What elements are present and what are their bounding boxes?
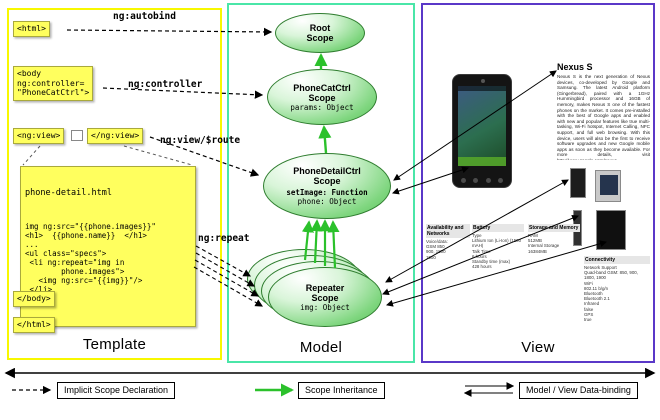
ngview-close-tag: </ng:view> — [87, 128, 144, 144]
spec-rows: Network Support Quad-band GSM: 850, 900,… — [584, 265, 638, 323]
spec-header: Availability and Networks — [426, 224, 470, 238]
repeater-scope-ellipse: Repeater Scope img: Object — [268, 267, 382, 327]
html-close-tag: </html> — [13, 317, 55, 333]
legend-scope-inheritance: Scope Inheritance — [298, 382, 385, 399]
legend-implicit-scope-declaration: Implicit Scope Declaration — [57, 382, 176, 399]
spec-rows: Type Lithium Ion (Li-Ion) (1500 mAH) Tal… — [472, 233, 522, 270]
repeater-scope-name: Repeater Scope — [305, 282, 345, 303]
spec-header: Storage and Memory — [528, 224, 580, 232]
phone-thumbnail — [595, 170, 621, 202]
phone-statusbar — [458, 86, 506, 91]
phonedetailctrl-scope-props: phone: Object — [297, 197, 357, 206]
phonedetailctrl-scope-ellipse: PhoneDetailCtrl Scope setImage: Function… — [263, 153, 391, 219]
phone-key-icon — [460, 178, 466, 183]
spec-header: Connectivity — [584, 256, 650, 264]
phone-thumbnail — [570, 168, 586, 198]
partial-template-filename: phone-detail.html — [25, 188, 112, 198]
phone-nav-keys — [453, 178, 511, 183]
html-open-tag: <html> — [13, 21, 50, 37]
phone-key-icon — [473, 178, 479, 183]
phone-dock-bar — [458, 157, 506, 166]
ngview-open-tag: <ng:view> — [13, 128, 65, 144]
spec-header: Battery — [472, 224, 524, 232]
spec-rows: RAM 512MB Internal Storage 16384MB — [528, 233, 560, 254]
phone-screen — [458, 86, 506, 166]
phonecatctrl-scope-props: params: Object — [290, 102, 354, 112]
nexus-phone-image — [452, 74, 512, 188]
phonecatctrl-scope-name: PhoneCatCtrl Scope — [293, 82, 351, 103]
root-scope-ellipse: Root Scope — [275, 13, 365, 53]
device-title: Nexus S — [557, 62, 593, 72]
spec-column-availability: Availability and Networks Voice/data: GS… — [426, 224, 470, 260]
legend-model-view-databinding: Model / View Data-binding — [519, 382, 638, 399]
page-icon — [71, 130, 83, 141]
repeater-scope-props: img: Object — [300, 302, 350, 312]
partial-template-code: img ng:src="{{phone.images}}" <h1> {{pho… — [25, 221, 156, 303]
phonedetailctrl-scope-name: PhoneDetailCtrl Scope — [293, 166, 361, 186]
model-panel-label: Model — [299, 339, 343, 356]
phone-thumbnail — [596, 210, 626, 250]
phone-camera-dot — [481, 79, 485, 83]
ng-autobind-label: ng:autobind — [113, 11, 176, 22]
spec-column-battery: Battery Type Lithium Ion (Li-Ion) (1500 … — [472, 224, 524, 269]
view-panel-label: View — [521, 339, 555, 356]
body-open-tag: <body ng:controller= "PhoneCatCtrl"> — [13, 66, 94, 101]
body-close-tag: </body> — [13, 291, 55, 307]
phone-key-icon — [485, 178, 491, 183]
ng-repeat-label: ng:repeat — [198, 233, 250, 244]
spec-rows: Voice/data: GSM 850 900, 1800 1900 — [426, 239, 448, 260]
phone-key-icon — [498, 178, 504, 183]
phonecatctrl-scope-ellipse: PhoneCatCtrl Scope params: Object — [267, 69, 377, 125]
ng-view-route-label: ng:view/$route — [160, 135, 241, 146]
spec-column-connectivity: Connectivity Network Support Quad-band G… — [584, 256, 650, 322]
device-description: Nexus S is the next generation of Nexus … — [557, 74, 650, 160]
spec-column-storage: Storage and Memory RAM 512MB Internal St… — [528, 224, 580, 254]
phonedetailctrl-scope-function: setImage: Function — [286, 188, 368, 197]
ng-controller-label: ng:controller — [128, 79, 203, 90]
thumbnail-screen — [600, 175, 618, 195]
template-panel-label: Template — [82, 336, 147, 353]
root-scope-name: Root Scope — [306, 23, 334, 43]
